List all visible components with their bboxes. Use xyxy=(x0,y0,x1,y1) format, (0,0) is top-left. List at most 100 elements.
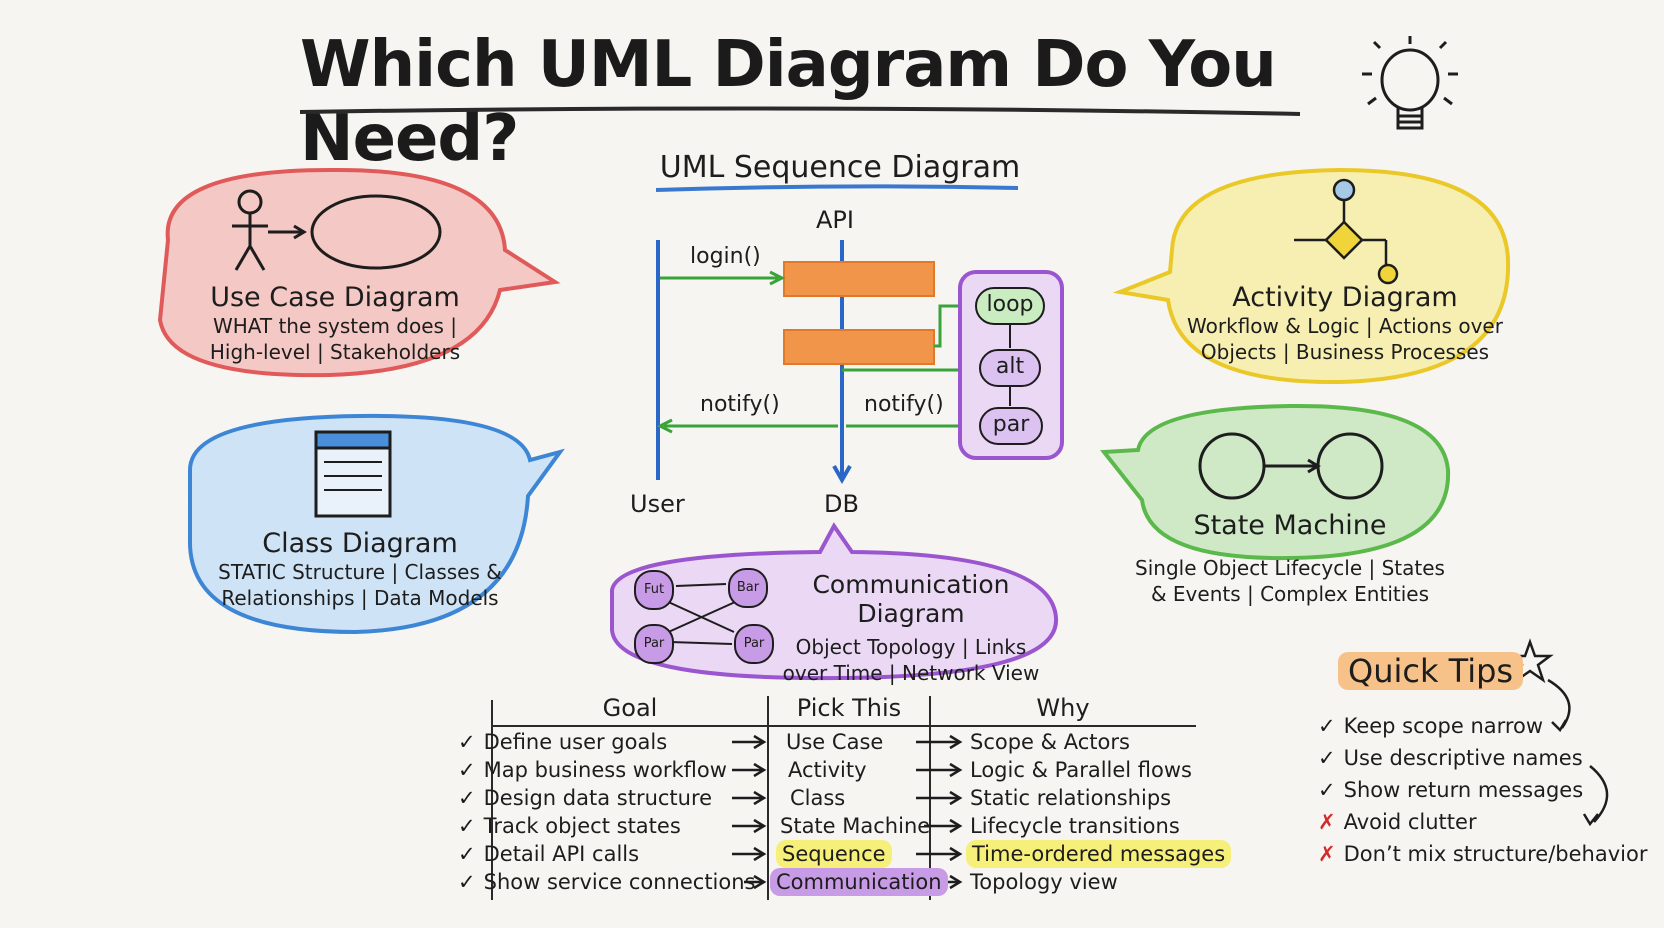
row-2-goal: Map business workflow xyxy=(483,758,727,782)
row-3-pick: Class xyxy=(790,786,846,810)
check-icon: ✓ xyxy=(458,730,476,754)
comm-node-4: Par xyxy=(734,624,774,664)
sequence-diagram xyxy=(656,240,1064,485)
table-row-1: ✓ Define user goals Use Case Scope & Acto… xyxy=(458,728,1130,756)
table-row-4: ✓ Track object states State Machine Lifec… xyxy=(458,812,1180,840)
use-case-text: Use Case Diagram WHAT the system does | … xyxy=(180,282,490,365)
use-case-bubble xyxy=(157,167,561,378)
db-label: DB xyxy=(824,490,859,518)
login-label: login() xyxy=(690,244,761,269)
communication-line2: over Time | Network View xyxy=(782,661,1040,685)
fragment-par: par xyxy=(992,412,1030,437)
quick-tips-title: Quick Tips xyxy=(1338,652,1524,690)
seq-title-underline xyxy=(655,184,1019,192)
class-line1: STATIC Structure | Classes & xyxy=(218,560,502,584)
comm-node-2: Bar xyxy=(728,568,768,608)
actor-icon xyxy=(232,189,307,271)
check-icon: ✓ xyxy=(458,870,476,894)
row-2-why: Logic & Parallel flows xyxy=(970,758,1192,782)
comm-node-3: Par xyxy=(634,624,674,664)
table-header-goal: Goal xyxy=(602,694,658,722)
state-line2: & Events | Complex Entities xyxy=(1150,582,1430,606)
row-6-goal: Show service connections xyxy=(483,870,756,894)
row-1-pick: Use Case xyxy=(786,730,884,754)
row-6-why: Topology view xyxy=(970,870,1118,894)
tip-item: ✓Use descriptive names xyxy=(1318,746,1583,770)
row-2-pick: Activity xyxy=(788,758,867,782)
row-1-goal: Define user goals xyxy=(483,730,668,754)
cross-icon: ✗ xyxy=(1318,810,1336,834)
row-4-why: Lifecycle transitions xyxy=(970,814,1180,838)
cross-icon: ✗ xyxy=(1318,842,1336,866)
state-transition-icon xyxy=(1198,432,1384,500)
activity-text: Activity Diagram Workflow & Logic | Acti… xyxy=(1180,282,1510,365)
state-text: State Machine Single Object Lifecycle | … xyxy=(1120,510,1460,607)
activity-title: Activity Diagram xyxy=(1232,282,1458,313)
notify-right-label: notify() xyxy=(864,392,944,417)
use-case-title: Use Case Diagram xyxy=(210,282,460,313)
check-icon: ✓ xyxy=(458,814,476,838)
row-5-goal: Detail API calls xyxy=(483,842,640,866)
use-case-line1: WHAT the system does | xyxy=(212,314,458,338)
activity-line1: Workflow & Logic | Actions over xyxy=(1187,314,1503,338)
use-case-ellipse xyxy=(310,194,442,270)
check-icon: ✓ xyxy=(458,758,476,782)
table-header-pick: Pick This xyxy=(796,694,902,722)
check-icon: ✓ xyxy=(1318,746,1336,770)
activation-bar-1 xyxy=(783,261,935,297)
state-title: State Machine xyxy=(1193,510,1387,541)
tip-item: ✓Show return messages xyxy=(1318,778,1584,802)
row-5-why: Time-ordered messages xyxy=(966,840,1232,868)
activity-line2: Objects | Business Processes xyxy=(1200,340,1490,364)
table-header-why: Why xyxy=(1036,694,1090,722)
user-label: User xyxy=(630,490,685,518)
class-line2: Relationships | Data Models xyxy=(221,586,499,610)
notify-left-label: notify() xyxy=(700,392,780,417)
title-underline xyxy=(299,106,1301,116)
table-row-3: ✓ Design data structure Class Static rela… xyxy=(458,784,1171,812)
lightbulb-icon xyxy=(1362,36,1458,130)
state-machine-bubble xyxy=(1100,403,1451,561)
comm-node-1: Fut xyxy=(634,570,674,610)
communication-bubble xyxy=(610,522,1059,681)
class-box-icon xyxy=(314,430,392,518)
class-title: Class Diagram xyxy=(262,528,458,559)
tip-item: ✗Don’t mix structure/behavior xyxy=(1318,842,1648,866)
quick-tips-list: ✓Keep scope narrow ✓Use descriptive name… xyxy=(1318,710,1647,870)
row-1-why: Scope & Actors xyxy=(970,730,1130,754)
row-3-goal: Design data structure xyxy=(483,786,713,810)
table-row-5: ✓ Detail API calls Sequence Time-ordered … xyxy=(458,840,1232,868)
sequence-title: UML Sequence Diagram xyxy=(659,150,1021,185)
communication-title: Communication Diagram xyxy=(812,570,1010,628)
row-4-goal: Track object states xyxy=(483,814,681,838)
check-icon: ✓ xyxy=(1318,778,1336,802)
tip-item: ✗Avoid clutter xyxy=(1318,810,1477,834)
row-5-pick: Sequence xyxy=(776,840,892,868)
state-line1: Single Object Lifecycle | States xyxy=(1135,556,1445,580)
row-3-why: Static relationships xyxy=(970,786,1172,810)
communication-line1: Object Topology | Links xyxy=(795,635,1027,659)
class-bubble xyxy=(187,413,565,635)
use-case-line2: High-level | Stakeholders xyxy=(209,340,461,364)
activation-bar-2 xyxy=(783,329,935,365)
activity-bubble xyxy=(1112,167,1511,385)
table-row-6: ✓Show service connections Communication … xyxy=(458,868,1118,896)
check-icon: ✓ xyxy=(458,786,476,810)
check-icon: ✓ xyxy=(1318,714,1336,738)
communication-text: Communication Diagram Object Topology | … xyxy=(776,570,1046,686)
tip-item: ✓Keep scope narrow xyxy=(1318,714,1544,738)
communication-network-icon xyxy=(663,583,745,645)
class-text: Class Diagram STATIC Structure | Classes… xyxy=(200,528,520,611)
page-title: Which UML Diagram Do You Need? xyxy=(300,28,1277,176)
check-icon: ✓ xyxy=(458,842,476,866)
fragment-alt: alt xyxy=(995,354,1025,379)
row-4-pick: State Machine xyxy=(780,814,931,838)
quick-tips-title-wrap: Quick Tips xyxy=(1338,652,1524,690)
table-grid xyxy=(491,696,1196,900)
activity-flow-icon xyxy=(1294,178,1399,285)
table-row-2: ✓ Map business workflow Activity Logic & … xyxy=(458,756,1192,784)
fragment-loop: loop xyxy=(986,292,1034,317)
row-6-pick: Communication xyxy=(770,868,948,896)
table-row-arrows xyxy=(732,734,963,890)
